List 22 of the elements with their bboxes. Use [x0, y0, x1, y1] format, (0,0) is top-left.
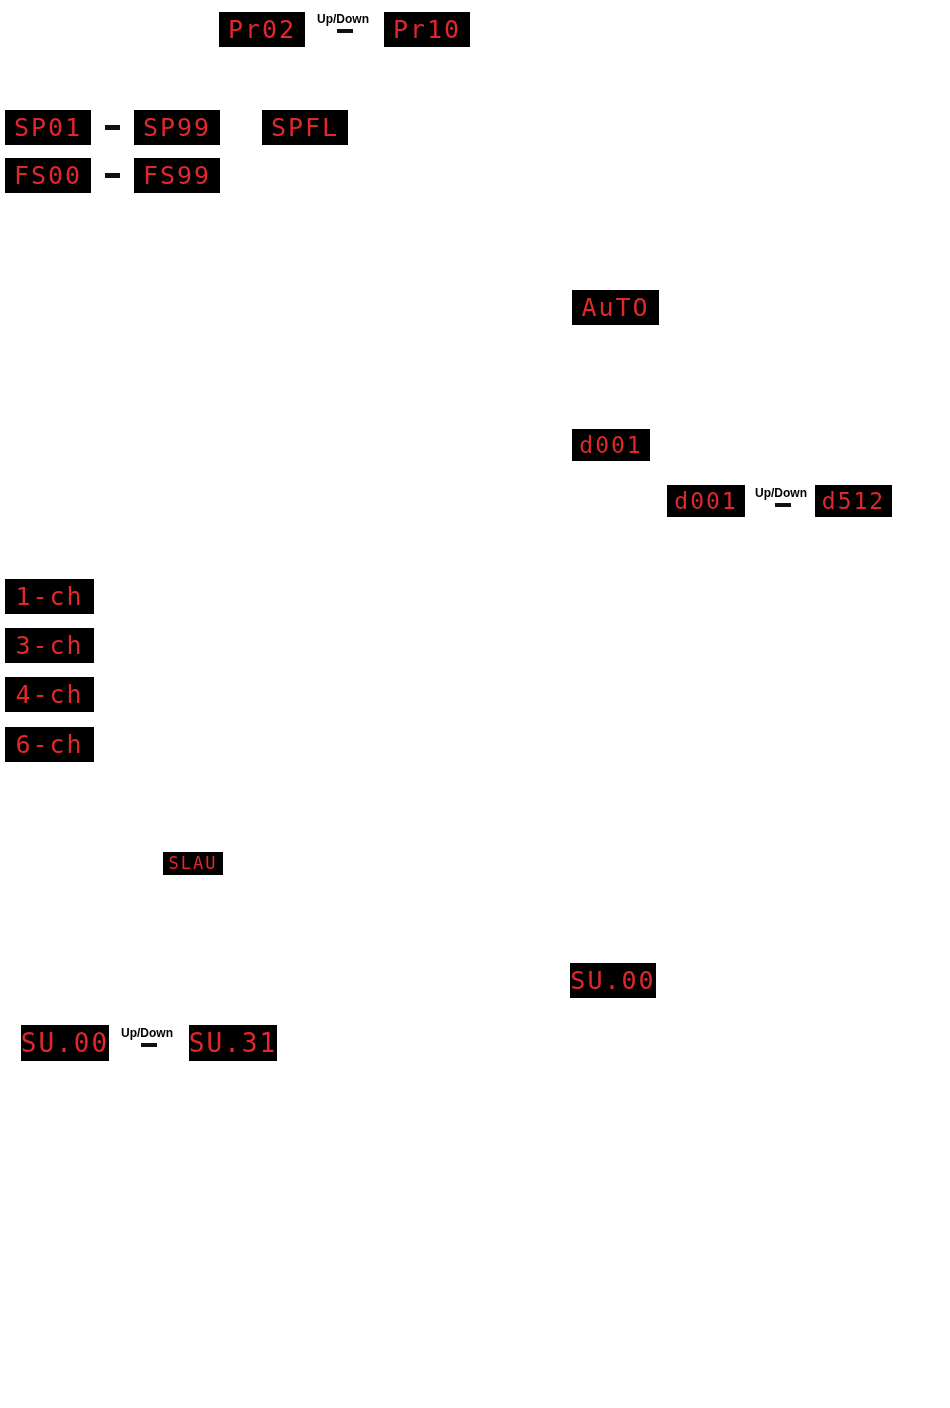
led-display: Pr02 [219, 12, 305, 47]
led-display: 6-ch [5, 727, 94, 762]
led-display: SU.00 [570, 963, 656, 998]
led-display: SU.00 [21, 1025, 109, 1061]
led-display: d512 [815, 485, 892, 517]
led-display: FS00 [5, 158, 91, 193]
button-hint-label: Up/Down [317, 12, 369, 26]
led-display: SP99 [134, 110, 220, 145]
led-display: d001 [667, 485, 745, 517]
led-display: SU.31 [189, 1025, 277, 1061]
led-display: FS99 [134, 158, 220, 193]
button-hint-label: Up/Down [121, 1026, 173, 1040]
led-display: SPFL [262, 110, 348, 145]
led-display: Pr10 [384, 12, 470, 47]
led-display: AuTO [572, 290, 659, 325]
led-display: 4-ch [5, 677, 94, 712]
led-display: 1-ch [5, 579, 94, 614]
led-display: 3-ch [5, 628, 94, 663]
led-display: SP01 [5, 110, 91, 145]
led-display: SLAU [163, 852, 223, 875]
led-display: d001 [572, 429, 650, 461]
button-hint-label: Up/Down [755, 486, 807, 500]
